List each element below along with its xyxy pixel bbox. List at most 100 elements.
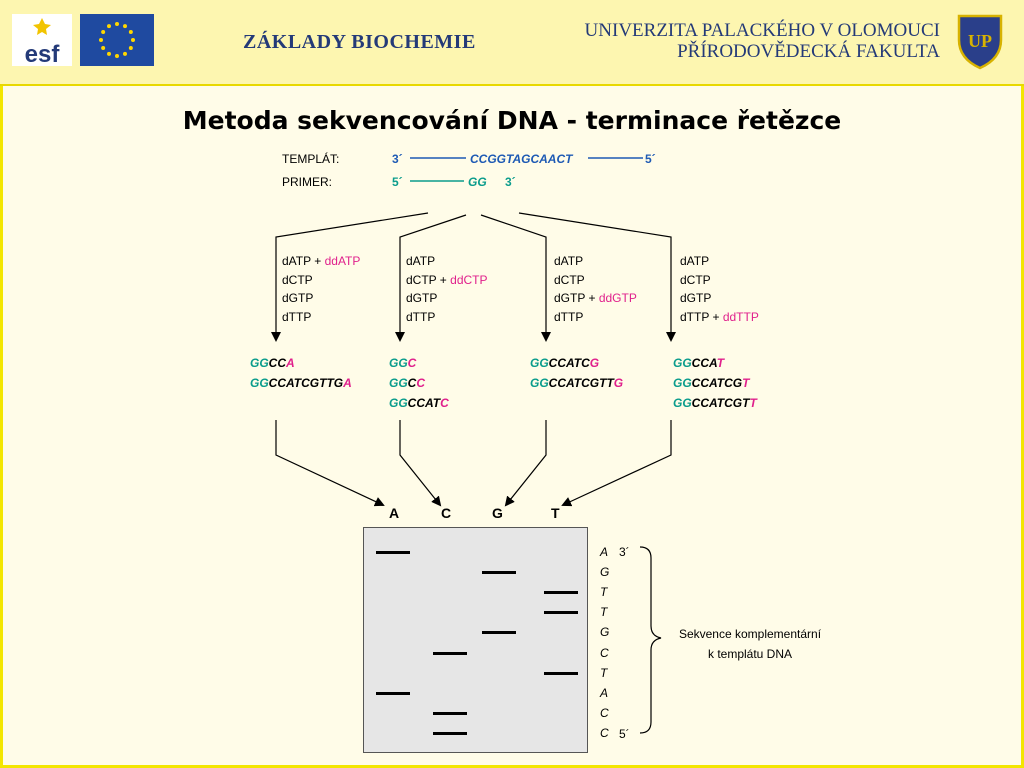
plus-sign: + — [310, 254, 325, 268]
product-fragment: GGCCATCGTTGA — [250, 376, 352, 390]
fragment-primer: GG — [530, 376, 549, 390]
fragment-primer: GG — [673, 356, 692, 370]
nucleotide-label: dCTP — [680, 272, 711, 287]
reaction-line: dATP — [406, 254, 435, 268]
lane-arrow-a — [275, 420, 385, 507]
reaction-line: dGTP — [282, 291, 313, 305]
slide-title: Metoda sekvencování DNA - terminace řetě… — [182, 106, 842, 135]
reading-base: C — [600, 705, 609, 720]
fragment-terminator: G — [613, 376, 624, 390]
university-line2: PŘÍRODOVĚDECKÁ FAKULTA — [677, 41, 940, 62]
reaction-line: dTTP — [554, 310, 583, 324]
complementary-note: Sekvence komplementární k templátu DNA — [655, 624, 845, 664]
university-line1: UNIVERZITA PALACKÉHO V OLOMOUCI — [584, 20, 940, 41]
fragment-body: CCATC — [548, 356, 590, 370]
product-fragment: GGCCA — [250, 356, 295, 370]
reading-base: G — [600, 565, 610, 580]
fragment-body: C — [407, 376, 417, 390]
lane-label-g: G — [492, 505, 503, 521]
reaction-line: dATP — [680, 254, 709, 268]
template-end-right: 5´ — [645, 152, 656, 166]
reaction-line: dCTP — [554, 273, 585, 287]
nucleotide-label: dTTP — [406, 309, 436, 324]
split-arrow-a — [271, 212, 429, 342]
reading-base: T — [600, 585, 608, 600]
template-label: TEMPLÁT: — [282, 152, 340, 166]
nucleotide-label: dGTP — [554, 291, 586, 305]
dideoxy-label: ddTTP — [722, 309, 759, 324]
reading-base: G — [600, 625, 610, 640]
reaction-line: dCTP + ddCTP — [406, 273, 488, 287]
reading-base: T — [600, 605, 608, 620]
fragment-body: CC — [268, 356, 287, 370]
reading-base: C — [600, 725, 609, 740]
fragment-body: CCATCGTT — [548, 376, 614, 390]
nucleotide-label: dATP — [680, 254, 710, 268]
nucleotide-label: dATP — [282, 254, 311, 268]
gel-band-g — [482, 571, 516, 575]
reading-base: A — [600, 685, 609, 700]
nucleotide-label: dATP — [554, 254, 584, 268]
reading-brace — [639, 546, 662, 734]
plus-sign: + — [709, 309, 723, 324]
primer-label: PRIMER: — [282, 175, 333, 189]
eu-star-icon — [131, 38, 135, 42]
header-bar: esf ZÁKLADY BIOCHEMIE UNIVERZITA PALACKÉ… — [0, 0, 1024, 86]
product-fragment: GGCCAT — [673, 356, 724, 370]
nucleotide-label: dTTP — [554, 309, 584, 324]
fragment-terminator: G — [589, 356, 600, 370]
product-fragment: GGCCATCGTTG — [530, 376, 623, 390]
gel-band-t — [544, 611, 578, 615]
fragment-primer: GG — [673, 376, 692, 390]
fragment-body: CCATCGT — [691, 396, 750, 410]
eu-star-icon — [99, 38, 103, 42]
lane-arrow-t — [561, 420, 672, 507]
gel-band-g — [482, 631, 516, 635]
eu-star-icon — [115, 54, 119, 58]
fragment-terminator: C — [416, 376, 426, 390]
fragment-primer: GG — [389, 376, 408, 390]
eu-star-icon — [128, 30, 133, 34]
course-title: ZÁKLADY BIOCHEMIE — [243, 31, 476, 53]
product-fragment: GGCCATCG — [530, 356, 599, 370]
fragment-primer: GG — [389, 356, 408, 370]
fragment-primer: GG — [389, 396, 408, 410]
eu-star-icon — [107, 24, 111, 29]
reaction-line: dGTP + ddGTP — [554, 291, 637, 305]
eu-star-icon — [123, 51, 127, 56]
eu-star-icon — [107, 51, 111, 56]
template-sequence: CCGGTAGCAACT — [470, 152, 573, 166]
reaction-line: dTTP — [406, 310, 435, 324]
nucleotide-label: dGTP — [282, 291, 314, 305]
fragment-primer: GG — [250, 376, 269, 390]
gel-band-a — [376, 691, 410, 695]
eu-star-icon — [128, 46, 133, 50]
fragment-terminator: T — [749, 396, 757, 410]
fragment-terminator: T — [742, 376, 750, 390]
gel-band-a — [376, 551, 410, 554]
nucleotide-label: dGTP — [680, 291, 712, 305]
university-name: UNIVERZITA PALACKÉHO V OLOMOUCI PŘÍRODOV… — [585, 20, 940, 62]
eu-star-icon — [115, 22, 119, 26]
fragment-body: CCA — [691, 356, 717, 370]
fragment-terminator: A — [343, 376, 352, 390]
primer-end-right: 3´ — [505, 175, 516, 189]
university-shield-icon: UP — [957, 14, 1003, 70]
reaction-line: dGTP — [406, 291, 437, 305]
product-fragment: GGCCATCGT — [673, 376, 749, 390]
dideoxy-label: ddATP — [324, 254, 361, 268]
reaction-line: dCTP — [282, 273, 313, 287]
product-fragment: GGCCATCGTT — [673, 396, 757, 410]
gel-band-c — [433, 731, 467, 735]
nucleotide-label: dCTP — [554, 272, 585, 287]
reading-end-top: 3´ — [619, 545, 630, 559]
note-line2: k templátu DNA — [707, 647, 793, 661]
plus-sign: + — [585, 291, 599, 305]
split-arrow-g — [480, 214, 551, 342]
reading-base: A — [600, 545, 609, 559]
fragment-body: CCATCG — [691, 376, 743, 390]
nucleotide-label: dATP — [406, 254, 436, 268]
fragment-primer: GG — [250, 356, 269, 370]
reaction-line: dGTP — [680, 291, 711, 305]
